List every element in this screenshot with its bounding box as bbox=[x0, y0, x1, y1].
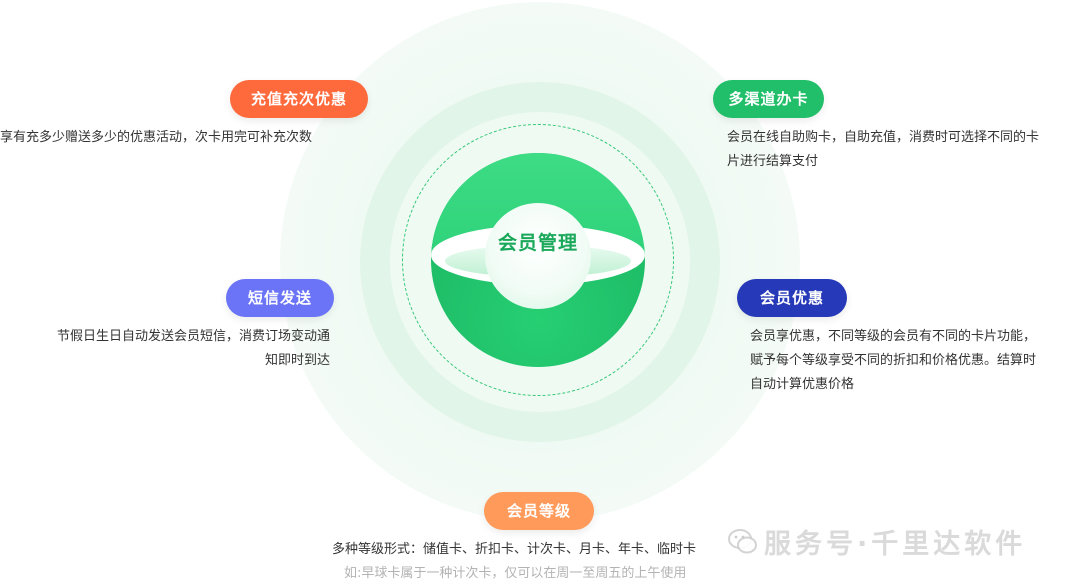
wechat-icon bbox=[728, 529, 757, 554]
recharge-discount-pill: 充值充次优惠 bbox=[230, 80, 368, 118]
member-discount-pill: 会员优惠 bbox=[737, 279, 847, 317]
member-discount-desc-line: 会员享优惠，不同等级的会员有不同的卡片功能， bbox=[750, 329, 1037, 344]
member-discount-desc: 会员享优惠，不同等级的会员有不同的卡片功能， 赋予每个等级享受不同的折扣和价格优… bbox=[750, 325, 1036, 397]
sphere-dome bbox=[485, 203, 591, 309]
watermark-text: 服务号·千里达软件 bbox=[764, 529, 1027, 560]
member-discount-desc-line: 赋予每个等级享受不同的折扣和价格优惠。结算时 bbox=[750, 353, 1037, 368]
dashed-orbit bbox=[402, 124, 674, 396]
recharge-discount-desc: 享有充多少赠送多少的优惠活动，次卡用完可补充次数 bbox=[0, 130, 313, 145]
multi-channel-card-desc: 会员在线自助购卡，自助充值，消费时可选择不同的卡 片进行结算支付 bbox=[727, 126, 1039, 174]
center-title: 会员管理 bbox=[497, 232, 578, 254]
member-level-pill: 会员等级 bbox=[484, 492, 594, 530]
center-sphere bbox=[431, 153, 645, 367]
sms-send-desc-line: 知即时到达 bbox=[264, 353, 330, 368]
member-level-note: 如:早球卡属于一种计次卡，仅可以在周一至周五的上午使用 bbox=[344, 566, 687, 581]
member-level-desc: 多种等级形式：储值卡、折扣卡、计次卡、月卡、年卡、临时卡 bbox=[332, 542, 697, 557]
multi-channel-card-desc-line: 会员在线自助购卡，自助充值，消费时可选择不同的卡 bbox=[727, 130, 1040, 145]
member-discount-desc-line: 自动计算优惠价格 bbox=[750, 377, 855, 392]
sms-send-pill: 短信发送 bbox=[226, 279, 334, 317]
sms-send-desc: 节假日生日自动发送会员短信，消费订场变动通 知即时到达 bbox=[10, 325, 330, 373]
multi-channel-card-pill: 多渠道办卡 bbox=[713, 80, 824, 118]
sms-send-desc-line: 节假日生日自动发送会员短信，消费订场变动通 bbox=[56, 329, 330, 344]
multi-channel-card-desc-line: 片进行结算支付 bbox=[727, 154, 819, 169]
